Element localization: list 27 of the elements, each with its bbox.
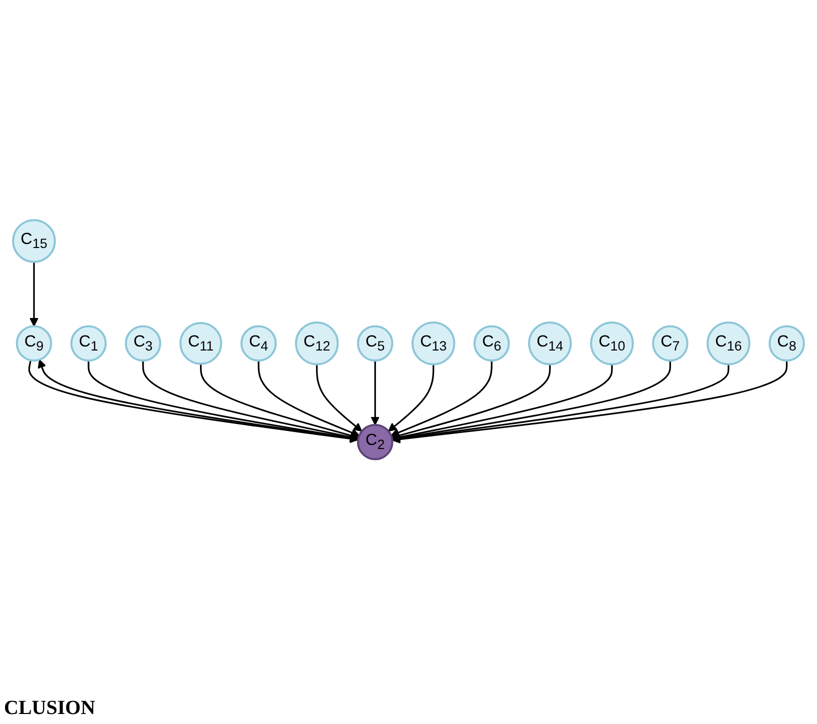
node-circle: C$_{13}$ xyxy=(411,322,456,366)
node-circle: C$_{5}$ xyxy=(356,326,394,362)
node-circle: C$_{7}$ xyxy=(652,326,688,362)
node-circle: C$_{9}$ xyxy=(16,326,52,362)
arrow xyxy=(200,364,359,440)
arrow xyxy=(258,360,360,438)
arrow xyxy=(316,364,362,432)
node-circle: C$_{16}$ xyxy=(706,322,750,366)
arrow xyxy=(390,360,492,438)
arrow xyxy=(142,360,359,442)
node-circle: C$_{10}$ xyxy=(590,322,634,366)
arrow xyxy=(388,364,434,432)
node-circle: C$_{15}$ xyxy=(12,219,56,264)
node-circle: C$_{8}$ xyxy=(768,326,805,362)
arrow xyxy=(392,360,788,444)
node-circle: C$_{2}$ xyxy=(356,424,394,461)
node-circle: C$_{3}$ xyxy=(124,326,162,362)
node-circle: C$_{11}$ xyxy=(179,322,222,366)
arrow xyxy=(88,360,359,443)
node-circle: C$_{4}$ xyxy=(240,326,277,362)
node-circle: C$_{6}$ xyxy=(474,326,510,362)
arrow xyxy=(370,360,380,426)
node-circle: C$_{14}$ xyxy=(528,322,572,366)
section-heading: CLUSION xyxy=(4,697,96,720)
node-circle: C$_{12}$ xyxy=(294,322,339,366)
arrow xyxy=(30,262,38,327)
node-circle: C$_{1}$ xyxy=(70,326,107,362)
